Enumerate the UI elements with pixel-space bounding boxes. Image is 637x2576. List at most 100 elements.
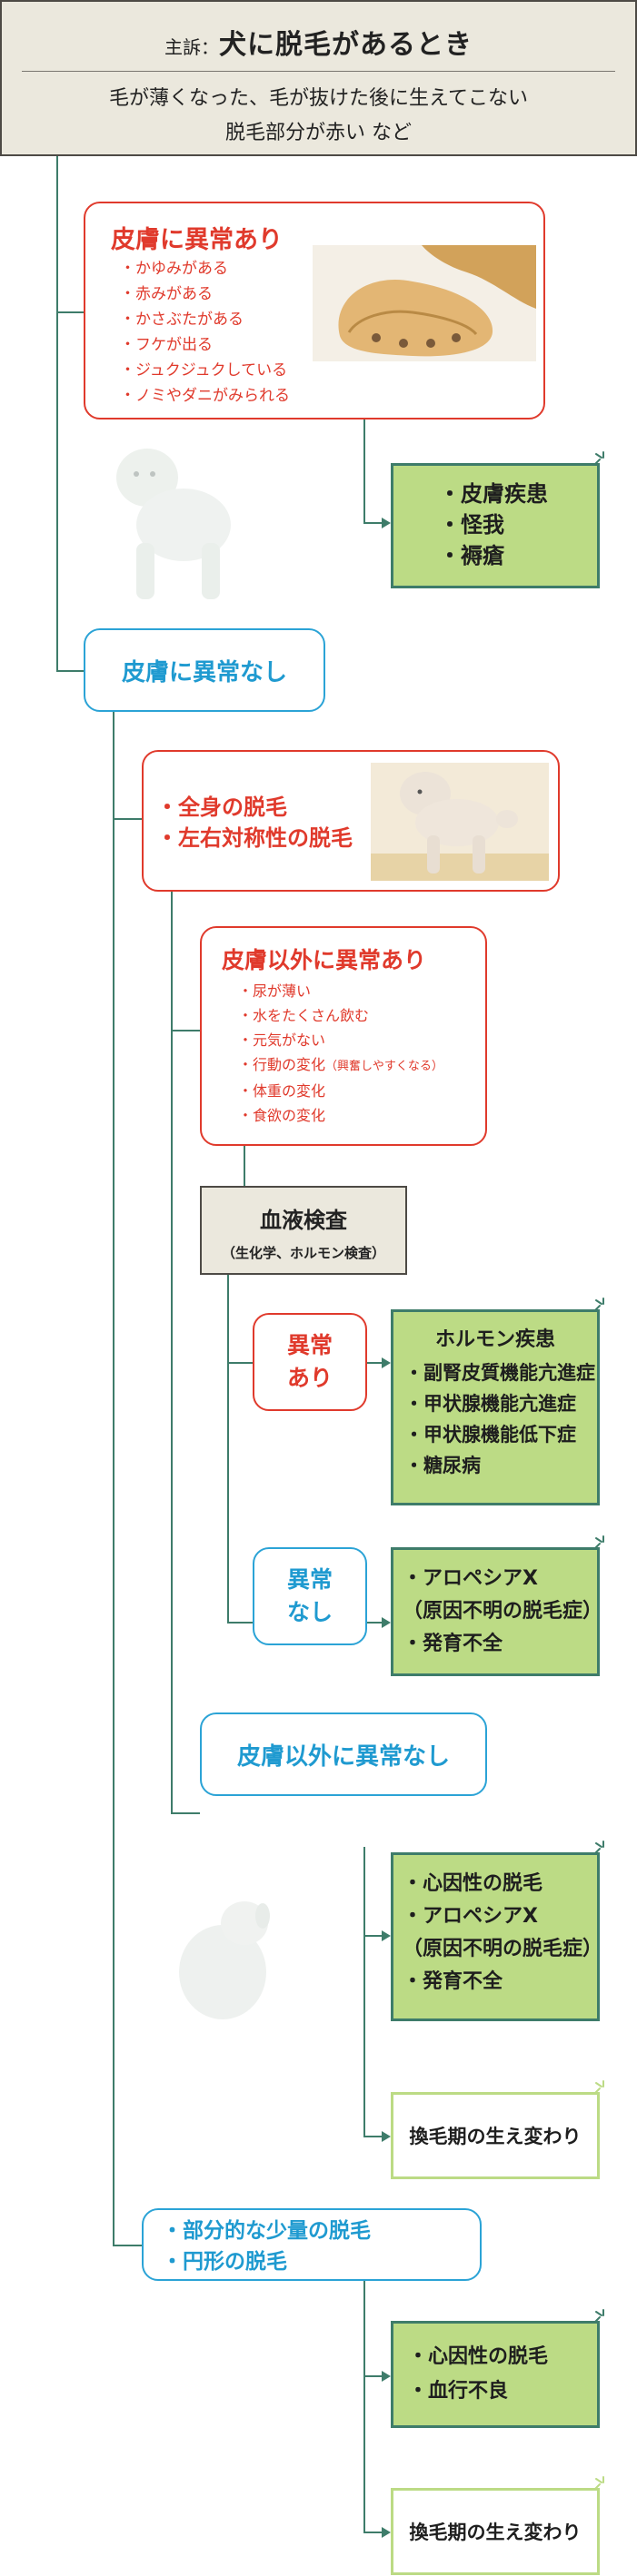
branch-partial xyxy=(113,2245,142,2246)
whole-body-line2: ・左右対称性の脱毛 xyxy=(156,825,353,851)
list-item: ・発育不全 xyxy=(403,1970,503,1993)
hormone-title: ホルモン疾患 xyxy=(434,1328,555,1351)
whole-body-trunk-line xyxy=(171,892,173,1814)
list-item: ・心因性の脱毛 xyxy=(408,2345,549,2368)
list-item: ・体重の変化 xyxy=(238,1082,326,1100)
branch-non-skin-normal xyxy=(171,1812,200,1814)
header-subtitle: 毛が薄くなった、毛が抜けた後に生えてこない 脱毛部分が赤い など xyxy=(2,82,635,151)
header-divider xyxy=(22,71,615,72)
list-item: ・食欲の変化 xyxy=(238,1107,326,1124)
list-item: ・元気がない xyxy=(238,1031,326,1049)
header-title: 犬に脱毛があるとき xyxy=(219,29,473,61)
branch-skin-abnormal xyxy=(56,311,84,313)
partial-line2: ・円形の脱毛 xyxy=(162,2250,287,2274)
partial-line1: ・部分的な少量の脱毛 xyxy=(162,2219,371,2243)
normal-label-line2: なし xyxy=(286,1599,333,1625)
header-title-line: 主訴：犬に脱毛があるとき xyxy=(2,22,635,62)
sparkle-icon xyxy=(593,451,604,466)
paw-illustration xyxy=(313,245,536,361)
list-item: ・ジュクジュクしている xyxy=(120,361,288,380)
partial-result-arrow xyxy=(382,2371,391,2382)
list-item: （原因不明の脱毛症） xyxy=(403,1938,603,1960)
hormone-list: ・副腎皮質機能亢進症 ・甲状腺機能亢進症 ・甲状腺機能低下症 ・糖尿病 xyxy=(404,1357,597,1481)
skin-abnormal-box: 皮膚に異常あり ・かゆみがある ・赤みがある ・かさぶたがある ・フケが出る ・… xyxy=(84,202,545,419)
non-skin-abnormal-list: ・尿が薄い ・水をたくさん飲む ・元気がない ・行動の変化（興奮しやすくなる） … xyxy=(238,979,443,1128)
molting-text: 換毛期の生え変わり xyxy=(409,2522,582,2543)
abnormal-label-line2: あり xyxy=(286,1365,333,1391)
sparkle-icon xyxy=(593,1298,604,1312)
normal-label-box: 異常 なし xyxy=(253,1547,367,1645)
molting-text: 換毛期の生え変わり xyxy=(409,2126,582,2147)
skin-abnormal-result-box: ・皮膚疾患 ・怪我 ・褥瘡 xyxy=(391,463,600,588)
non-skin-normal-result-line xyxy=(363,1935,383,1937)
list-item: ・アロペシアX xyxy=(403,1905,538,1928)
branch-skin-normal xyxy=(56,670,84,672)
list-item: ・甲状腺機能低下症 xyxy=(404,1424,576,1446)
dog-illustration xyxy=(116,449,231,599)
list-item: （原因不明の脱毛症） xyxy=(403,1600,603,1623)
branch-abnormal-label xyxy=(227,1362,253,1364)
list-item: ・褥瘡 xyxy=(439,543,504,568)
behavior-item: ・行動の変化 xyxy=(238,1056,326,1073)
branch-non-skin-abnormal xyxy=(171,1030,200,1031)
abnormal-result-line xyxy=(367,1362,383,1364)
sparkle-icon xyxy=(593,2309,604,2324)
non-skin-normal-molting-box: 換毛期の生え変わり xyxy=(391,2092,600,2179)
abnormal-label-box: 異常 あり xyxy=(253,1313,367,1411)
header-panel: 主訴：犬に脱毛があるとき 毛が薄くなった、毛が抜けた後に生えてこない 脱毛部分が… xyxy=(0,0,637,156)
non-skin-normal-result-list: ・心因性の脱毛 ・アロペシアX （原因不明の脱毛症） ・発育不全 xyxy=(403,1868,603,1999)
sitting-dog-image xyxy=(168,1889,286,2025)
skin-abnormal-down-line xyxy=(363,419,365,524)
list-item: ・かゆみがある xyxy=(120,260,228,278)
partial-result-list: ・心因性の脱毛 ・血行不良 xyxy=(408,2340,597,2409)
white-dog-image xyxy=(100,434,236,616)
list-item: ・行動の変化（興奮しやすくなる） xyxy=(238,1052,443,1079)
non-skin-normal-heading: 皮膚以外に異常なし xyxy=(236,1742,450,1771)
list-item: ・糖尿病 xyxy=(404,1455,481,1476)
non-skin-normal-molting-arrow xyxy=(382,2131,391,2142)
list-item: ・アロペシアX xyxy=(403,1567,538,1590)
list-item: ・発育不全 xyxy=(403,1633,503,1655)
dog-illustration xyxy=(179,1901,270,2019)
list-item: ・副腎皮質機能亢進症 xyxy=(404,1362,595,1384)
skin-abnormal-arrow xyxy=(382,518,391,528)
list-item: ・ノミやダニがみられる xyxy=(120,387,290,405)
partial-down-line xyxy=(363,2281,365,2533)
to-blood-test-line xyxy=(244,1146,245,1186)
partial-molting-line xyxy=(363,2532,383,2533)
list-item: ・赤みがある xyxy=(120,285,213,303)
skin-normal-heading: 皮膚に異常なし xyxy=(121,658,287,686)
whole-body-text: ・全身の脱毛 ・左右対称性の脱毛 xyxy=(156,792,353,854)
list-item: ・血行不良 xyxy=(408,2380,509,2403)
partial-result-box: ・心因性の脱毛 ・血行不良 xyxy=(391,2321,600,2428)
header-subtitle-line1: 毛が薄くなった、毛が抜けた後に生えてこない xyxy=(109,87,528,110)
branch-whole-body xyxy=(113,818,142,820)
whole-body-line1: ・全身の脱毛 xyxy=(156,795,287,820)
paw-photo xyxy=(313,245,536,361)
branch-normal-label xyxy=(227,1622,253,1624)
sparkle-icon xyxy=(593,2080,604,2095)
behavior-note: （興奮しやすくなる） xyxy=(325,1060,443,1073)
poodle-illustration xyxy=(371,763,549,881)
skin-abnormal-result-list: ・皮膚疾患 ・怪我 ・褥瘡 xyxy=(439,479,597,571)
partial-box: ・部分的な少量の脱毛 ・円形の脱毛 xyxy=(142,2208,482,2281)
skin-normal-box: 皮膚に異常なし xyxy=(84,628,325,712)
list-item: ・水をたくさん飲む xyxy=(238,1007,370,1024)
blood-test-title: 血液検査 xyxy=(260,1208,347,1233)
poodle-photo xyxy=(371,763,549,881)
non-skin-normal-molting-line xyxy=(363,2136,383,2137)
abnormal-result-arrow xyxy=(382,1357,391,1368)
partial-molting-box: 換毛期の生え変わり xyxy=(391,2488,600,2575)
skin-abnormal-heading: 皮膚に異常あり xyxy=(111,226,283,254)
partial-result-line xyxy=(363,2375,383,2377)
list-item: ・かさぶたがある xyxy=(120,311,244,329)
list-item: ・心因性の脱毛 xyxy=(403,1872,543,1895)
non-skin-abnormal-heading: 皮膚以外に異常あり xyxy=(222,947,427,973)
abnormal-label-line1: 異常 xyxy=(286,1332,333,1358)
list-item: ・怪我 xyxy=(439,512,504,538)
blood-test-note: （生化学、ホルモン検査） xyxy=(221,1245,385,1261)
normal-label-line1: 異常 xyxy=(286,1566,333,1593)
list-item: ・皮膚疾患 xyxy=(439,481,548,507)
blood-test-trunk-line xyxy=(227,1275,229,1624)
header-label: 主訴： xyxy=(164,36,219,58)
